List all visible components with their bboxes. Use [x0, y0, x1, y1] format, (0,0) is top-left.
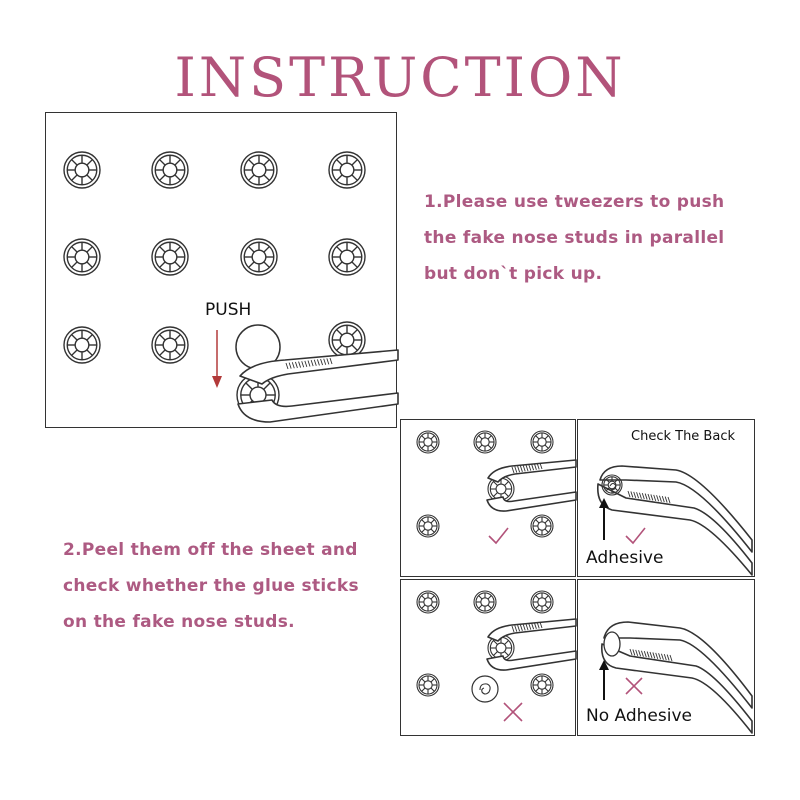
rhinestone-icon: [151, 151, 189, 189]
rhinestone-icon: [63, 151, 101, 189]
check-mark-icon: [625, 527, 646, 545]
step2-line-2: check whether the glue sticks: [63, 576, 359, 596]
step2-line-1: 2.Peel them off the sheet and: [63, 540, 358, 560]
rhinestone-icon: [416, 673, 440, 697]
rhinestone-icon: [530, 590, 554, 614]
step1-line-1: 1.Please use tweezers to push: [424, 192, 725, 212]
cross-mark-icon: [503, 702, 523, 722]
step2-instruction: 2.Peel them off the sheet and check whet…: [63, 532, 359, 640]
adhesive-label: Adhesive: [586, 548, 664, 568]
cross-mark-icon: [625, 677, 643, 695]
page-title: INSTRUCTION: [174, 46, 626, 109]
check-back-label: Check The Back: [631, 429, 735, 444]
glue-swirl-icon: [609, 483, 617, 491]
grip-texture: [627, 490, 671, 504]
rhinestone-icon: [473, 430, 497, 454]
rhinestone-icon: [473, 590, 497, 614]
arrow-down-icon: [212, 330, 222, 388]
sheet-panel: [45, 112, 397, 428]
rhinestone-icon: [530, 430, 554, 454]
grip-texture: [285, 357, 333, 370]
step1-instruction: 1.Please use tweezers to push the fake n…: [424, 184, 724, 292]
rhinestone-icon: [63, 326, 101, 364]
tweezers-icon: [486, 618, 577, 671]
grip-texture: [629, 648, 673, 662]
rhinestone-icon: [151, 326, 189, 364]
grip-texture: [511, 462, 543, 474]
push-label: PUSH: [205, 300, 252, 320]
step1-line-2: the fake nose studs in parallel: [424, 228, 725, 248]
rhinestone-icon: [530, 673, 554, 697]
rhinestone-icon: [328, 151, 366, 189]
arrow-up-icon: [599, 498, 609, 540]
rhinestone-icon: [416, 430, 440, 454]
grip-texture: [511, 621, 543, 633]
rhinestone-icon: [601, 474, 623, 496]
tweezers-icon: [600, 621, 753, 734]
rhinestone-icon: [63, 238, 101, 276]
rhinestone-icon: [328, 238, 366, 276]
tweezers-icon: [237, 349, 399, 423]
glue-swirl-icon: [471, 675, 499, 703]
no-adhesive-label: No Adhesive: [586, 706, 692, 726]
rhinestone-icon: [416, 590, 440, 614]
stud-disc: [603, 631, 621, 657]
arrow-up-icon: [599, 660, 609, 700]
step2-line-3: on the fake nose studs.: [63, 612, 295, 632]
rhinestone-icon: [240, 238, 278, 276]
rhinestone-icon: [416, 514, 440, 538]
rhinestone-icon: [530, 514, 554, 538]
rhinestone-icon: [240, 151, 278, 189]
rhinestone-icon: [151, 238, 189, 276]
step1-line-3: but don`t pick up.: [424, 264, 603, 284]
check-mark-icon: [488, 527, 509, 545]
tweezers-icon: [486, 459, 577, 512]
